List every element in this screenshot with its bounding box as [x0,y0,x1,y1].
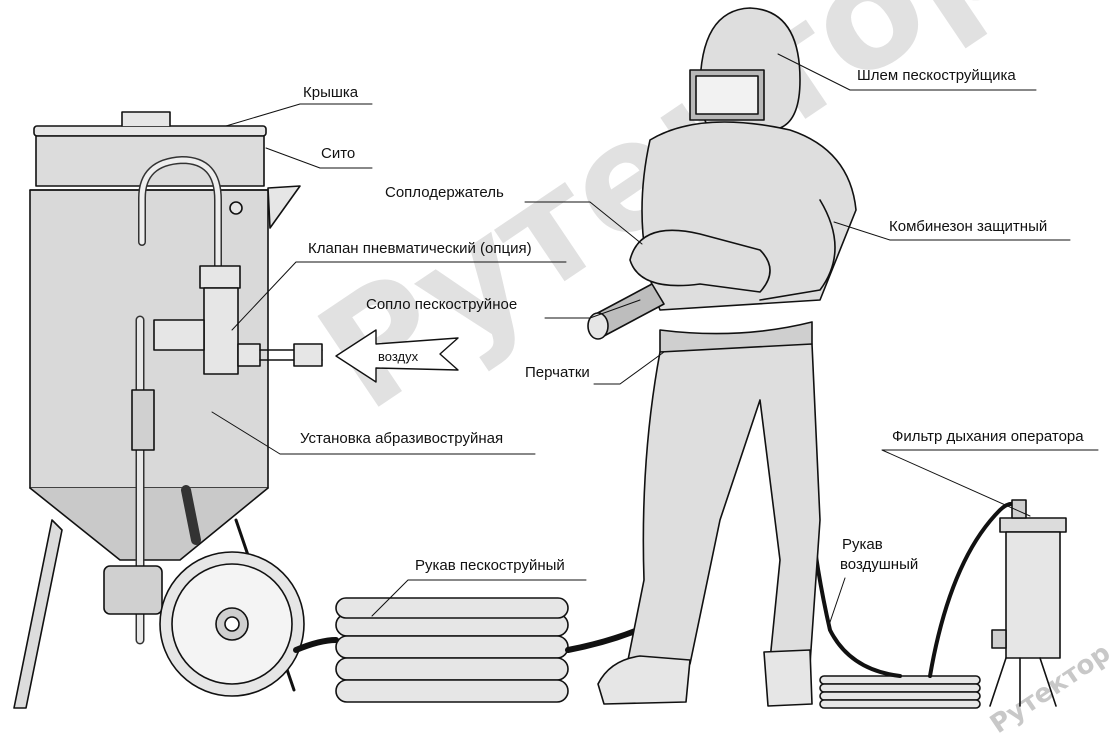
label-unit: Установка абразивоструйная [300,430,504,447]
label-suit: Комбинезон защитный [889,218,1048,235]
blast-machine-drawing [13,111,323,709]
equipment-illustration [13,7,1099,709]
label-air-hose-line2: воздушный [840,556,919,573]
air-arrow-shape [335,329,459,383]
label-filter: Фильтр дыхания оператора [892,428,1084,445]
breathing-filter-drawing [989,499,1067,707]
callout-lines [211,53,1099,629]
operator-drawing [587,7,857,707]
label-air-hose-line1: Рукав [842,536,883,553]
blast-hose-coil-drawing [293,597,663,703]
label-nozzle-holder: Соплодержатель [385,184,504,201]
air-hose-coil-drawing [803,358,1022,709]
label-air-arrow: воздух [378,349,419,364]
label-lid: Крышка [303,84,359,101]
label-nozzle: Сопло пескоструйное [366,296,518,313]
diagram-stage: Рутектор Рутектор [13,0,1116,740]
label-helmet: Шлем пескоструйщика [857,67,1016,84]
label-gloves: Перчатки [525,364,590,381]
label-valve: Клапан пневматический (опция) [308,240,532,257]
label-blast-hose: Рукав пескоструйный [415,557,565,574]
label-sieve: Сито [321,145,356,162]
